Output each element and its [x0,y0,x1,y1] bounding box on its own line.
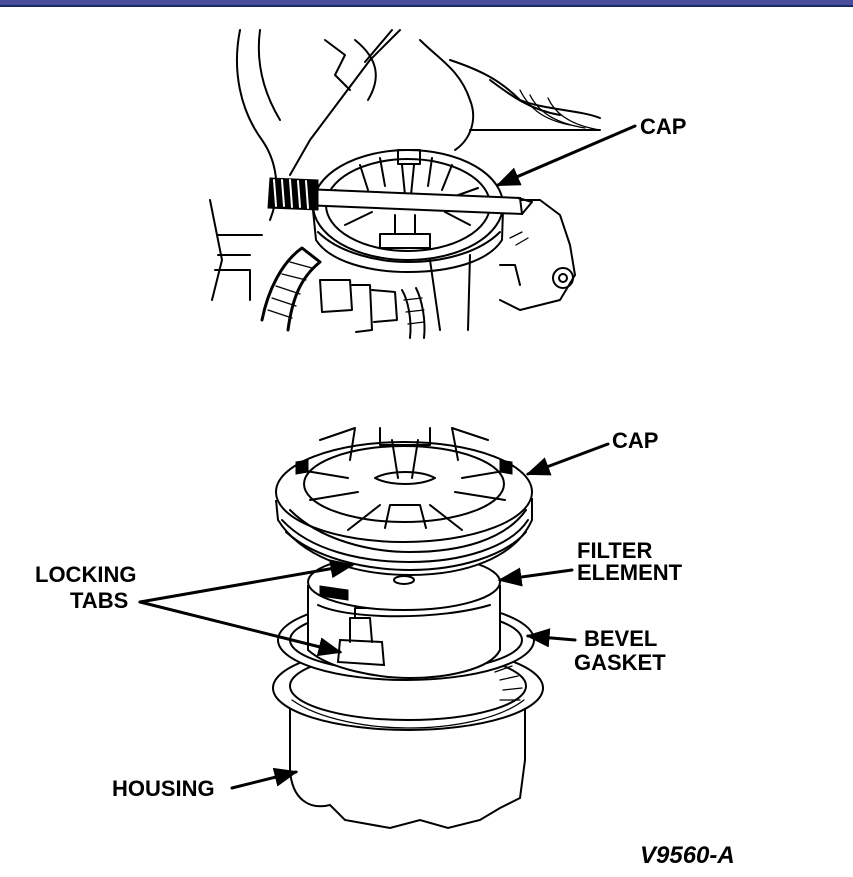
filter-element-label-line1: FILTER [577,538,652,563]
bevel-gasket-label-line1: BEVEL [584,626,657,651]
top-cap-label: CAP [640,114,686,139]
bevel-gasket-label-line2: GASKET [574,650,666,675]
exploded-cap-label: CAP [612,428,658,453]
locking-tabs-label-line2: TABS [70,588,128,613]
top-illustration: CAP [209,29,686,339]
figure-code: V9560-A [640,842,735,869]
locking-tabs-label-line1: LOCKING [35,562,136,587]
header-bar [0,0,853,7]
housing-label: HOUSING [112,776,215,801]
filter-element-label-line2: ELEMENT [577,560,683,585]
exploded-illustration: CAP FILTER ELEMENT LOCKING TABS BEVEL GA… [35,427,683,830]
